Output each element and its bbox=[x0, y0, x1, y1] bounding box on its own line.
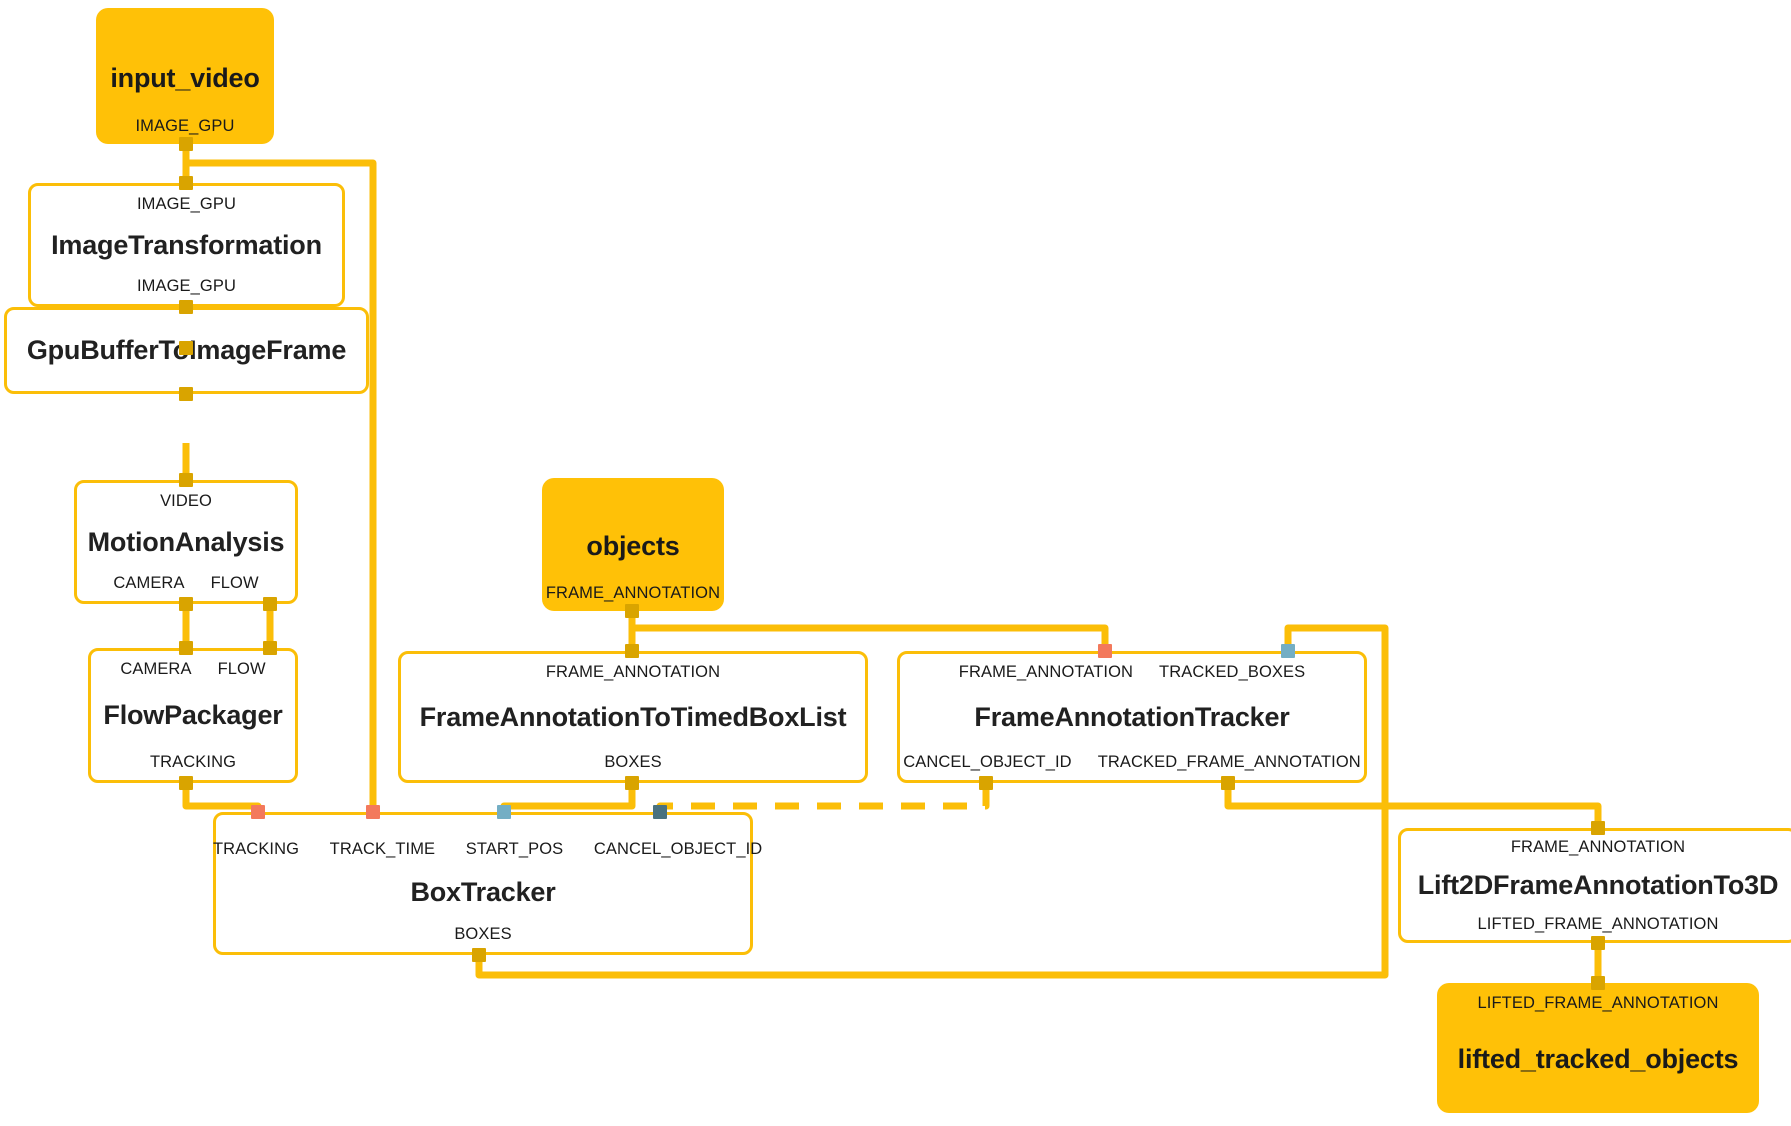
port-label-flow-packager-flow[interactable]: FLOW bbox=[217, 660, 266, 678]
node-input-video-outputs: IMAGE_GPU bbox=[96, 116, 274, 135]
port-label-fa-tracker-cancel-object-id[interactable]: CANCEL_OBJECT_ID bbox=[903, 752, 1072, 771]
node-objects-outputs: FRAME_ANNOTATION bbox=[542, 583, 724, 602]
port-dot-flow-packager-tracking[interactable] bbox=[179, 776, 193, 790]
node-motion-analysis-title: MotionAnalysis bbox=[87, 526, 285, 557]
port-dot-lift2d-lifted-frame-annotation[interactable] bbox=[1591, 936, 1605, 950]
port-dot-box-tracker-boxes[interactable] bbox=[472, 948, 486, 962]
port-dot-motion-analysis-camera[interactable] bbox=[179, 597, 193, 611]
node-lifted-tracked-objects-title: lifted_tracked_objects bbox=[1457, 1043, 1739, 1074]
port-dot-lift2d-frame-annotation[interactable] bbox=[1591, 821, 1605, 835]
node-image-transformation[interactable]: IMAGE_GPU ImageTransformation IMAGE_GPU bbox=[28, 183, 345, 307]
node-image-transformation-inputs: IMAGE_GPU bbox=[31, 196, 342, 213]
node-box-tracker[interactable]: BoxTracker BOXES bbox=[213, 812, 753, 955]
port-label-image-transformation-out[interactable]: IMAGE_GPU bbox=[136, 276, 236, 295]
node-image-transformation-title: ImageTransformation bbox=[51, 229, 322, 260]
edge-objects-to-fa-tracker bbox=[632, 624, 1109, 651]
port-label-motion-analysis-video[interactable]: VIDEO bbox=[160, 492, 212, 510]
port-dot-motion-analysis-video[interactable] bbox=[179, 473, 193, 487]
node-motion-analysis-outputs: CAMERA FLOW bbox=[77, 573, 295, 592]
node-frame-annotation-tracker[interactable]: FRAME_ANNOTATION TRACKED_BOXES FrameAnno… bbox=[897, 651, 1367, 783]
node-lift2d-outputs: LIFTED_FRAME_ANNOTATION bbox=[1401, 914, 1791, 933]
port-dot-fa-to-box-boxes[interactable] bbox=[625, 776, 639, 790]
edge-input-video-to-box-tracker-track-time bbox=[186, 159, 377, 835]
node-fa-to-box-outputs: BOXES bbox=[401, 752, 865, 771]
port-dot-input-video-image-gpu[interactable] bbox=[179, 137, 193, 151]
node-box-tracker-inputs: TRACKING TRACK_TIME START_POS CANCEL_OBJ… bbox=[213, 840, 762, 859]
port-dot-flow-packager-flow[interactable] bbox=[263, 641, 277, 655]
port-dot-box-tracker-start-pos[interactable] bbox=[497, 805, 511, 819]
port-label-image-gpu-out[interactable]: IMAGE_GPU bbox=[135, 116, 235, 135]
node-image-transformation-outputs: IMAGE_GPU bbox=[31, 276, 342, 295]
port-dot-box-tracker-cancel-object-id[interactable] bbox=[653, 805, 667, 819]
node-input-video-title: input_video bbox=[110, 62, 260, 93]
port-dot-lifted-tracked-objects-in[interactable] bbox=[1591, 976, 1605, 990]
node-fa-to-box-title: FrameAnnotationToTimedBoxList bbox=[419, 701, 847, 732]
port-dot-fa-tracker-frame-annotation[interactable] bbox=[1098, 644, 1112, 658]
port-dot-flow-packager-camera[interactable] bbox=[179, 641, 193, 655]
port-label-fa-to-box-frame-annotation[interactable]: FRAME_ANNOTATION bbox=[545, 663, 721, 681]
port-dot-image-transformation-out[interactable] bbox=[179, 300, 193, 314]
node-objects[interactable]: objects FRAME_ANNOTATION bbox=[542, 478, 724, 611]
port-label-image-transformation-in[interactable]: IMAGE_GPU bbox=[136, 195, 236, 213]
edge-fa-tracker-cancel-to-box-tracker-cancel bbox=[656, 783, 990, 835]
node-fa-tracker-inputs: FRAME_ANNOTATION TRACKED_BOXES bbox=[900, 664, 1364, 681]
port-label-motion-analysis-flow[interactable]: FLOW bbox=[210, 573, 259, 592]
node-lift2d-inputs: FRAME_ANNOTATION bbox=[1401, 839, 1791, 856]
port-dot-fa-tracker-tracked-frame-annotation[interactable] bbox=[1221, 776, 1235, 790]
node-fa-tracker-title: FrameAnnotationTracker bbox=[974, 701, 1290, 732]
port-label-lift2d-lifted-frame-annotation[interactable]: LIFTED_FRAME_ANNOTATION bbox=[1477, 914, 1719, 933]
node-frame-annotation-to-timed-box-list[interactable]: FRAME_ANNOTATION FrameAnnotationToTimedB… bbox=[398, 651, 868, 783]
node-flow-packager-title: FlowPackager bbox=[103, 700, 283, 731]
node-box-tracker-outputs: BOXES bbox=[216, 924, 750, 943]
port-label-box-tracker-tracking[interactable]: TRACKING bbox=[213, 840, 300, 858]
port-label-box-tracker-cancel-object-id[interactable]: CANCEL_OBJECT_ID bbox=[593, 840, 763, 858]
port-label-objects-frame-annotation[interactable]: FRAME_ANNOTATION bbox=[545, 583, 721, 602]
port-dot-objects-frame-annotation[interactable] bbox=[625, 604, 639, 618]
port-dot-box-tracker-tracking[interactable] bbox=[251, 805, 265, 819]
port-label-lift2d-frame-annotation[interactable]: FRAME_ANNOTATION bbox=[1510, 838, 1686, 856]
port-dot-box-tracker-track-time[interactable] bbox=[366, 805, 380, 819]
port-dot-gpu-buffer-out[interactable] bbox=[179, 387, 193, 401]
port-dot-motion-analysis-flow[interactable] bbox=[263, 597, 277, 611]
port-label-box-tracker-boxes[interactable]: BOXES bbox=[454, 924, 512, 943]
node-flow-packager[interactable]: CAMERA FLOW FlowPackager TRACKING bbox=[88, 648, 298, 783]
port-label-fa-to-box-boxes[interactable]: BOXES bbox=[604, 752, 662, 771]
node-lift-2d-frame-annotation-to-3d[interactable]: FRAME_ANNOTATION Lift2DFrameAnnotationTo… bbox=[1398, 828, 1791, 943]
port-dot-fa-tracker-tracked-boxes[interactable] bbox=[1281, 644, 1295, 658]
port-label-lifted-objects-in[interactable]: LIFTED_FRAME_ANNOTATION bbox=[1477, 994, 1719, 1012]
node-input-video[interactable]: input_video IMAGE_GPU bbox=[96, 8, 274, 144]
port-label-fa-tracker-tracked-frame-annotation[interactable]: TRACKED_FRAME_ANNOTATION bbox=[1097, 752, 1361, 771]
port-label-flow-packager-camera[interactable]: CAMERA bbox=[120, 660, 192, 678]
port-dot-image-transformation-in[interactable] bbox=[179, 176, 193, 190]
node-lift2d-title: Lift2DFrameAnnotationTo3D bbox=[1417, 870, 1779, 901]
node-lifted-tracked-objects-inputs: LIFTED_FRAME_ANNOTATION bbox=[1437, 995, 1759, 1012]
node-lifted-tracked-objects[interactable]: LIFTED_FRAME_ANNOTATION lifted_tracked_o… bbox=[1437, 983, 1759, 1113]
node-box-tracker-title: BoxTracker bbox=[410, 877, 556, 908]
port-dot-gpu-buffer-in[interactable] bbox=[179, 341, 193, 355]
edge-fa-tracker-tfa-to-lift2d bbox=[1224, 783, 1602, 828]
node-fa-to-box-inputs: FRAME_ANNOTATION bbox=[401, 664, 865, 681]
port-label-flow-packager-tracking[interactable]: TRACKING bbox=[149, 752, 237, 771]
port-label-fa-tracker-tracked-boxes[interactable]: TRACKED_BOXES bbox=[1159, 663, 1306, 681]
port-label-box-tracker-start-pos[interactable]: START_POS bbox=[465, 840, 564, 858]
port-label-fa-tracker-frame-annotation[interactable]: FRAME_ANNOTATION bbox=[958, 663, 1134, 681]
port-dot-fa-tracker-cancel-object-id[interactable] bbox=[979, 776, 993, 790]
node-flow-packager-inputs: CAMERA FLOW bbox=[91, 661, 295, 678]
node-fa-tracker-outputs: CANCEL_OBJECT_ID TRACKED_FRAME_ANNOTATIO… bbox=[900, 752, 1364, 771]
node-flow-packager-outputs: TRACKING bbox=[91, 752, 295, 771]
edge-box-tracker-boxes-to-fa-tracker-tracked-boxes bbox=[475, 624, 1389, 979]
node-motion-analysis[interactable]: VIDEO MotionAnalysis CAMERA FLOW bbox=[74, 480, 298, 604]
port-label-box-tracker-track-time[interactable]: TRACK_TIME bbox=[329, 840, 436, 858]
port-dot-fa-to-box-frame-annotation[interactable] bbox=[625, 644, 639, 658]
node-motion-analysis-inputs: VIDEO bbox=[77, 493, 295, 510]
port-label-motion-analysis-camera[interactable]: CAMERA bbox=[113, 573, 185, 592]
node-objects-title: objects bbox=[586, 531, 680, 562]
